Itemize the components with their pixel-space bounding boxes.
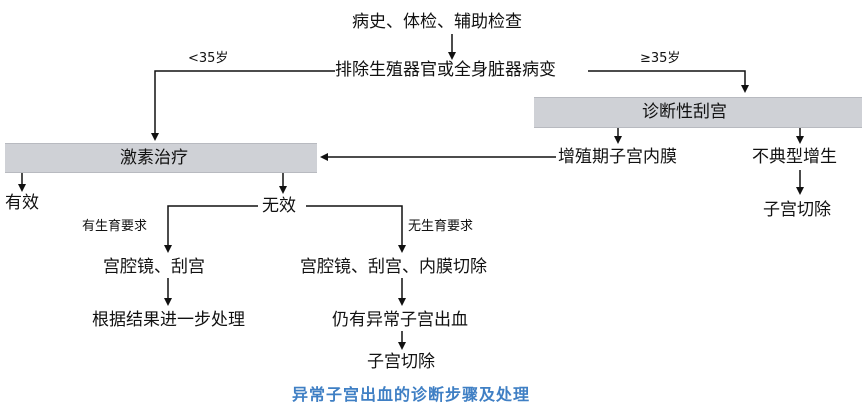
arrow-ineffective-to-fertility-yes bbox=[164, 205, 258, 253]
node-hysteroscopy-curettage: 宫腔镜、刮宫 bbox=[103, 257, 205, 277]
arrow-ineffective-to-fertility-no bbox=[306, 205, 406, 253]
edge-label-over35: ≥35岁 bbox=[640, 51, 681, 66]
figure-caption: 异常子宫出血的诊断步骤及处理 bbox=[292, 385, 531, 404]
node-ineffective: 无效 bbox=[262, 196, 296, 216]
node-hormone-box: 激素治疗 bbox=[5, 143, 317, 173]
node-hysterectomy-bottom: 子宫切除 bbox=[367, 352, 435, 372]
edge-label-fertility-no: 无生育要求 bbox=[408, 219, 474, 234]
node-still-bleeding: 仍有异常子宫出血 bbox=[332, 310, 468, 330]
node-hysterectomy-right: 子宫切除 bbox=[763, 200, 831, 220]
node-hormone: 激素治疗 bbox=[120, 148, 188, 168]
node-atypical: 不典型增生 bbox=[752, 147, 837, 167]
edge-label-fertility-yes: 有生育要求 bbox=[82, 219, 148, 234]
edge-label-under35: <35岁 bbox=[188, 51, 229, 66]
node-exclude: 排除生殖器官或全身脏器病变 bbox=[335, 60, 556, 80]
node-diag-curettage-box: 诊断性刮宫 bbox=[534, 97, 862, 128]
node-effective: 有效 bbox=[5, 193, 39, 213]
node-proliferative: 增殖期子宫内膜 bbox=[558, 147, 677, 167]
node-hysteroscopy-ablation: 宫腔镜、刮宫、内膜切除 bbox=[300, 257, 487, 277]
node-diag-curettage: 诊断性刮宫 bbox=[642, 102, 727, 122]
arrow-exclude-to-curettage bbox=[588, 70, 749, 93]
arrow-exclude-to-hormone bbox=[151, 70, 335, 141]
node-history: 病史、体检、辅助检查 bbox=[352, 12, 522, 32]
node-further-treatment: 根据结果进一步处理 bbox=[92, 310, 245, 330]
